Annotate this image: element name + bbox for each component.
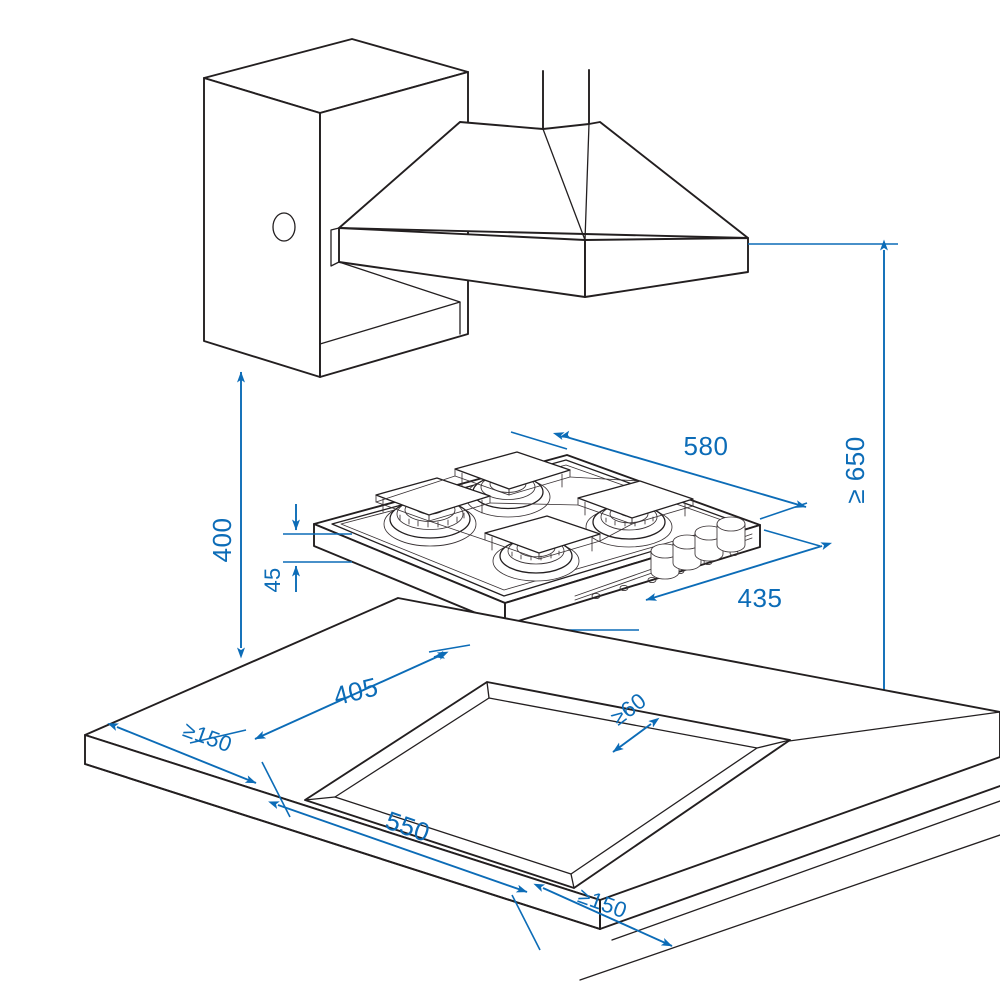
chimney-duct xyxy=(542,69,590,130)
dimension-435-label: 435 xyxy=(738,583,783,613)
dimension-45-label: 45 xyxy=(260,567,285,592)
worktop xyxy=(84,597,1000,981)
dimension-650-label: ≥ 650 xyxy=(840,436,870,503)
dimension-400: 400 xyxy=(207,371,245,659)
control-knob-4[interactable] xyxy=(716,516,746,553)
dimension-400-label: 400 xyxy=(207,518,237,563)
dimension-45: 45 xyxy=(260,504,352,593)
dimension-650: ≥ 650 xyxy=(748,239,915,719)
dimension-580: 580 xyxy=(510,430,808,520)
cooker-hood xyxy=(319,121,749,345)
gas-hob xyxy=(313,451,761,626)
dimension-580-label: 580 xyxy=(684,431,729,461)
cabinet-handle-knob xyxy=(272,212,296,242)
